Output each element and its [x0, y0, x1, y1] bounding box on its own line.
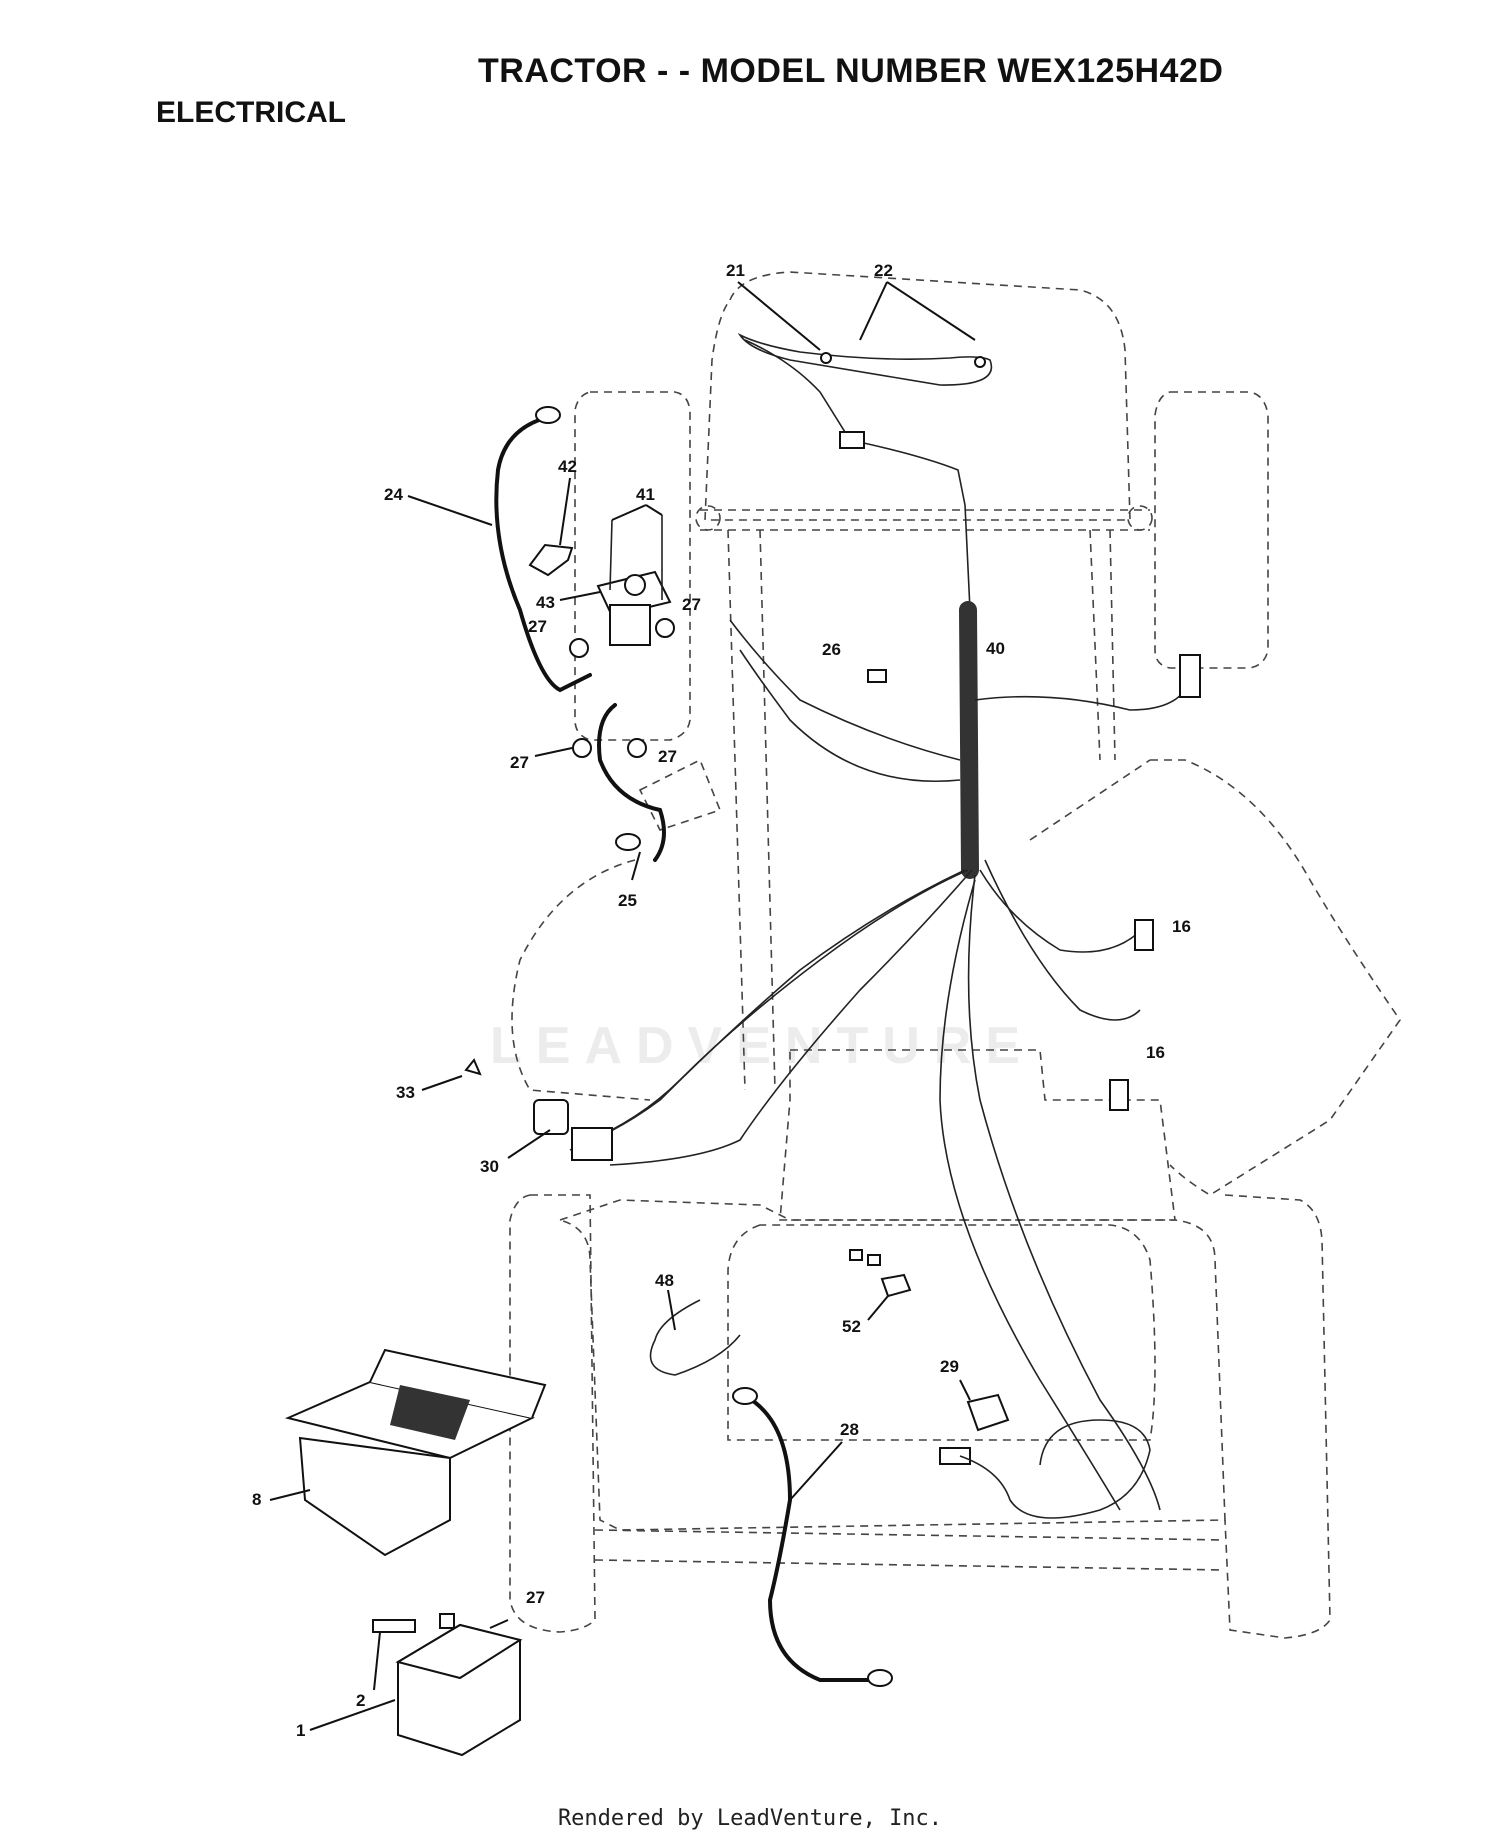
- callout-30: 30: [480, 1157, 499, 1176]
- watermark-text: LEADVENTURE: [490, 1017, 1035, 1075]
- frame-rail-left: [727, 529, 776, 1091]
- callout-16-lower: 16: [1146, 1043, 1165, 1062]
- callout-43: 43: [536, 593, 555, 612]
- section-label: ELECTRICAL: [156, 96, 346, 129]
- callout-2: 2: [356, 1691, 365, 1710]
- front-left-wheel: [574, 391, 691, 741]
- frame-rail-right: [1089, 529, 1116, 761]
- cable-24: [494, 416, 592, 693]
- tractor-outline: [509, 271, 1401, 1639]
- callout-22: 22: [874, 261, 893, 280]
- cable-25-lug: [615, 833, 641, 851]
- callout-40: 40: [986, 639, 1005, 658]
- ignition-switch: [533, 1099, 613, 1161]
- headlight-harness: [737, 332, 993, 611]
- axle-pivot-right: [1127, 505, 1153, 531]
- seat-outline: [727, 1224, 1156, 1441]
- cable-28: [743, 1394, 872, 1682]
- diagram-title: TRACTOR - - MODEL NUMBER WEX125H42D: [478, 52, 1224, 90]
- callout-1: 1: [296, 1721, 305, 1740]
- washer: [572, 738, 592, 758]
- cable-24-lug: [535, 406, 561, 424]
- connector-16: [1134, 919, 1154, 951]
- hood-outline: [704, 271, 1131, 521]
- terminal-boot: [528, 543, 574, 577]
- deck-right: [1150, 759, 1401, 1196]
- rear-right-wheel: [1224, 1194, 1331, 1639]
- callout-24: 24: [384, 485, 403, 504]
- callout-16-upper: 16: [1172, 917, 1191, 936]
- rear-fender: [557, 1199, 1226, 1531]
- terminal: [867, 1254, 881, 1266]
- callout-27-c: 27: [510, 753, 529, 772]
- callout-52: 52: [842, 1317, 861, 1336]
- callout-27-d: 27: [658, 747, 677, 766]
- footer-credit: Rendered by LeadVenture, Inc.: [557, 1806, 943, 1831]
- battery-terminal: [439, 1613, 455, 1629]
- axle-pivot-left: [695, 505, 721, 531]
- solenoid-body: [609, 604, 651, 646]
- callout-26: 26: [822, 640, 841, 659]
- pto-connector: [1179, 654, 1201, 698]
- cable-25: [597, 703, 666, 862]
- deck-left-curve: [511, 859, 651, 1101]
- headlight-bulb-left: [820, 352, 832, 364]
- washer: [569, 638, 589, 658]
- callout-48: 48: [655, 1271, 674, 1290]
- mid-body: [779, 1049, 1176, 1221]
- cable-28-lug-top: [732, 1387, 758, 1405]
- connector-26: [867, 669, 887, 683]
- wire-48: [649, 1299, 741, 1376]
- rear-axle: [594, 1529, 1226, 1571]
- fastener-33: [464, 1058, 482, 1076]
- harness-connector: [839, 431, 865, 449]
- front-right-wheel: [1154, 391, 1269, 669]
- callout-33: 33: [396, 1083, 415, 1102]
- starter-solenoid: [528, 515, 672, 646]
- cable-28-lug-bottom: [867, 1669, 893, 1687]
- headlight-bulb-right: [974, 356, 986, 368]
- rear-left-wheel: [509, 1194, 596, 1633]
- connector-52: [880, 1273, 912, 1298]
- battery-bolt: [372, 1619, 416, 1633]
- callouts: 1 2 8 16 16 21 22 24 25 26 27 27 27 27 2…: [252, 261, 1191, 1740]
- callout-29: 29: [940, 1357, 959, 1376]
- callout-27-a: 27: [528, 617, 547, 636]
- callout-41: 41: [636, 485, 655, 504]
- harness-loom: [959, 601, 979, 879]
- washer: [655, 618, 675, 638]
- front-axle: [700, 509, 1150, 531]
- battery: [372, 1613, 523, 1757]
- callout-27-e: 27: [526, 1588, 545, 1607]
- battery-box: [284, 1348, 547, 1557]
- main-harness: [569, 601, 1191, 1511]
- seat-switch: [939, 1393, 1151, 1519]
- callout-8: 8: [252, 1490, 261, 1509]
- callout-28: 28: [840, 1420, 859, 1439]
- deck-front-edge: [1029, 759, 1151, 841]
- washer: [627, 738, 647, 758]
- callout-42: 42: [558, 457, 577, 476]
- callout-27-b: 27: [682, 595, 701, 614]
- callout-25: 25: [618, 891, 637, 910]
- callout-21: 21: [726, 261, 745, 280]
- terminal: [849, 1249, 863, 1261]
- connector-16: [1109, 1079, 1129, 1111]
- battery-tray-guide: [638, 758, 722, 831]
